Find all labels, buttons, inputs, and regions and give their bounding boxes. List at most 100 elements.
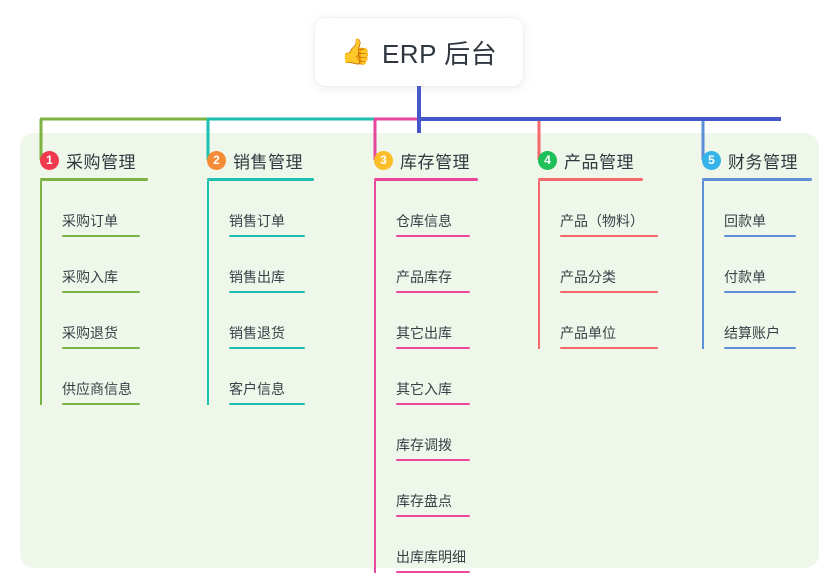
branch-item-label: 库存盘点 [396,493,452,509]
branch-item-label: 销售退货 [229,325,285,341]
branch-item-label: 客户信息 [229,381,285,397]
branch-item[interactable]: 产品单位 [538,293,658,349]
branch-underline-1 [40,178,148,181]
branch-item[interactable]: 结算账户 [702,293,812,349]
branch-column-4: 4 产品管理产品（物料） 产品分类产品单位 [538,148,658,349]
branch-title-5: 财务管理 [728,152,798,172]
branch-item-label: 供应商信息 [62,381,132,397]
branch-item-underline [62,403,140,405]
branch-spine-4 [538,181,540,349]
branch-item-underline [396,403,470,405]
branch-panel-background [20,133,819,568]
branch-title-1: 采购管理 [66,152,136,172]
branch-item-list-2: 销售订单销售出库销售退货客户信息 [207,181,314,405]
branch-item-underline [396,515,470,517]
branch-underline-2 [207,178,314,181]
branch-column-3: 3 库存管理仓库信息产品库存其它出库其它入库库存调拨库存盘点出库库明细 [374,148,478,573]
branch-header-1[interactable]: 1 采购管理 [40,148,148,172]
branch-item[interactable]: 其它入库 [374,349,478,405]
branch-item-list-3: 仓库信息产品库存其它出库其它入库库存调拨库存盘点出库库明细 [374,181,478,573]
branch-item[interactable]: 付款单 [702,237,812,293]
branch-item-label: 产品分类 [560,269,616,285]
branch-item[interactable]: 回款单 [702,181,812,237]
branch-item-label: 库存调拨 [396,437,452,453]
branch-item-underline [560,291,658,293]
branch-column-5: 5 财务管理回款单付款单结算账户 [702,148,812,349]
branch-item[interactable]: 销售退货 [207,293,314,349]
branch-badge-3: 3 [374,150,393,170]
branch-item[interactable]: 采购订单 [40,181,148,237]
branch-item-underline [229,347,305,349]
branch-title-2: 销售管理 [233,152,303,172]
root-title: ERP 后台 [381,38,498,69]
branch-item-label: 销售订单 [229,213,285,229]
branch-item[interactable]: 产品（物料） [538,181,658,237]
branch-header-4[interactable]: 4 产品管理 [538,148,658,172]
branch-item-underline [396,291,470,293]
branch-item-underline [724,347,796,349]
branch-item-underline [724,291,796,293]
branch-title-3: 库存管理 [400,152,470,172]
branch-item[interactable]: 产品分类 [538,237,658,293]
branch-underline-4 [538,178,643,181]
branch-item-underline [229,291,305,293]
branch-item-label: 销售出库 [229,269,285,285]
branch-column-1: 1 采购管理采购订单采购入库采购退货供应商信息 [40,148,148,405]
root-node[interactable]: 👍 ERP 后台 [315,18,523,86]
branch-item[interactable]: 供应商信息 [40,349,148,405]
branch-item-underline [229,235,305,237]
branch-item[interactable]: 产品库存 [374,237,478,293]
branch-item-underline [560,347,658,349]
branch-item-label: 产品单位 [560,325,616,341]
branch-item[interactable]: 客户信息 [207,349,314,405]
branch-item-label: 其它入库 [396,381,452,397]
branch-item-list-1: 采购订单采购入库采购退货供应商信息 [40,181,148,405]
branch-underline-3 [374,178,478,181]
branch-item-underline [396,459,470,461]
branch-item-underline [724,235,796,237]
branch-item-underline [229,403,305,405]
branch-item-label: 回款单 [724,213,766,229]
branch-item[interactable]: 库存盘点 [374,461,478,517]
branch-item-label: 出库库明细 [396,549,466,565]
branch-spine-3 [374,181,376,573]
branch-item-underline [62,347,140,349]
branch-item-label: 产品库存 [396,269,452,285]
branch-spine-1 [40,181,42,405]
branch-spine-5 [702,181,704,349]
thumbs-up-icon: 👍 [340,37,372,66]
branch-title-4: 产品管理 [564,152,634,172]
branch-item-label: 结算账户 [724,325,780,341]
branch-item-underline [62,291,140,293]
branch-item[interactable]: 其它出库 [374,293,478,349]
branch-item[interactable]: 仓库信息 [374,181,478,237]
branch-item[interactable]: 出库库明细 [374,517,478,573]
branch-item-label: 采购订单 [62,213,118,229]
branch-spine-2 [207,181,209,405]
branch-item-list-5: 回款单付款单结算账户 [702,181,812,349]
branch-item[interactable]: 采购退货 [40,293,148,349]
branch-item[interactable]: 库存调拨 [374,405,478,461]
branch-underline-5 [702,178,812,181]
branch-badge-4: 4 [538,150,557,170]
branch-item-label: 仓库信息 [396,213,452,229]
branch-item[interactable]: 采购入库 [40,237,148,293]
branch-item-label: 采购入库 [62,269,118,285]
branch-item-label: 产品（物料） [560,213,644,229]
branch-item[interactable]: 销售订单 [207,181,314,237]
branch-item-list-4: 产品（物料） 产品分类产品单位 [538,181,658,349]
branch-item[interactable]: 销售出库 [207,237,314,293]
branch-badge-5: 5 [702,150,721,170]
branch-item-underline [62,235,140,237]
branch-badge-1: 1 [40,150,59,170]
branch-header-3[interactable]: 3 库存管理 [374,148,478,172]
branch-item-underline [560,235,658,237]
branch-item-underline [396,571,470,573]
branch-item-label: 采购退货 [62,325,118,341]
branch-item-label: 付款单 [724,269,766,285]
branch-item-underline [396,347,470,349]
branch-header-5[interactable]: 5 财务管理 [702,148,812,172]
branch-item-underline [396,235,470,237]
